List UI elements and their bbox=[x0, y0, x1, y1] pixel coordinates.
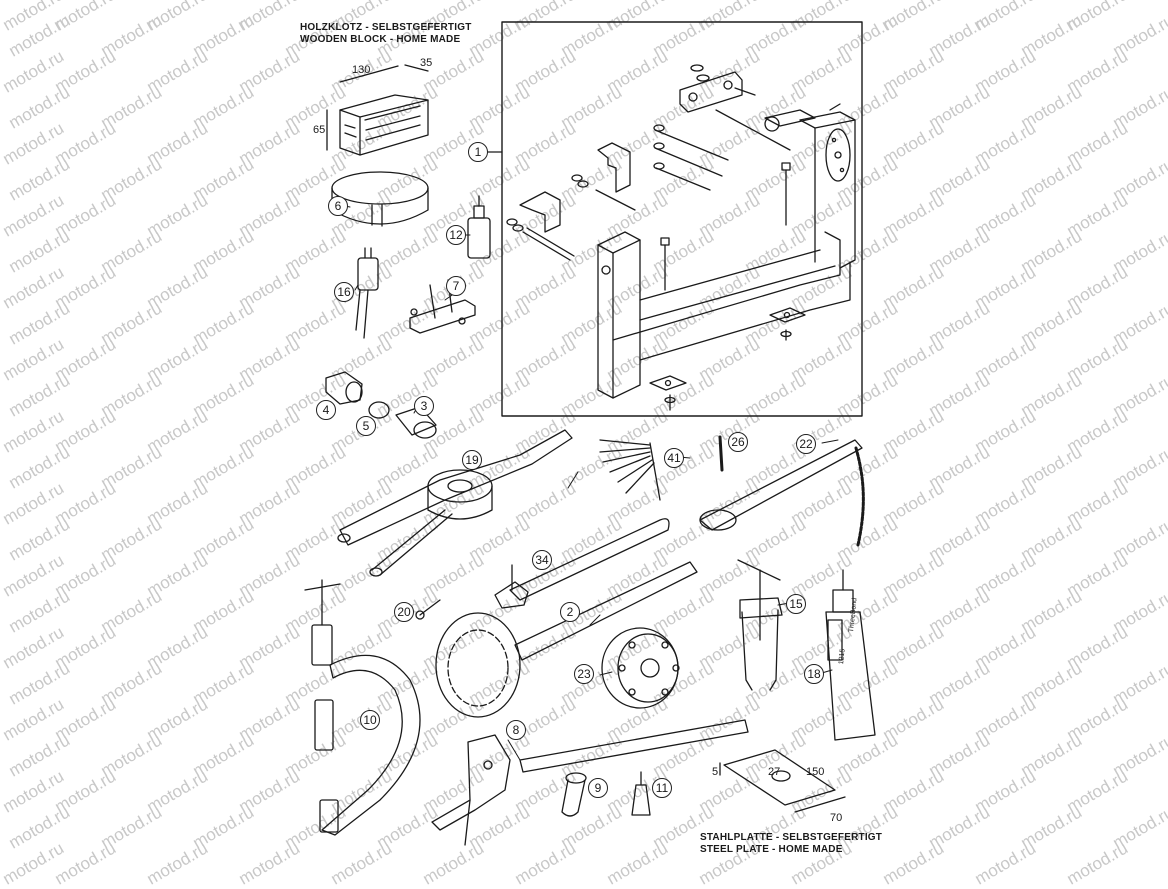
pin-26 bbox=[718, 435, 724, 472]
dim-wood-height: 65 bbox=[313, 124, 326, 136]
callout-5: 5 bbox=[356, 416, 376, 436]
three-jaw-puller bbox=[737, 559, 783, 691]
engine-stand bbox=[506, 64, 856, 411]
drift-9 bbox=[561, 772, 587, 817]
dim-plate-length: 150 bbox=[806, 766, 825, 778]
callout-16: 16 bbox=[334, 282, 354, 302]
callout-2: 2 bbox=[560, 602, 580, 622]
dim-wood-length: 130 bbox=[352, 64, 371, 76]
steel-plate-drawing bbox=[719, 749, 846, 813]
dim-plate-hole: 27 bbox=[768, 766, 781, 778]
screw-20 bbox=[415, 599, 441, 620]
callout-26: 26 bbox=[728, 432, 748, 452]
sealant-11 bbox=[631, 771, 651, 816]
dim-plate-thickness: 5 bbox=[712, 766, 719, 778]
wooden-block-caption-de: HOLZKLOTZ - SELBSTGEFERTIGT bbox=[300, 22, 472, 33]
steel-plate-caption-en: STEEL PLATE - HOME MADE bbox=[700, 844, 843, 855]
clutch-holder bbox=[435, 561, 698, 718]
hex-key-set bbox=[599, 439, 661, 501]
callout-20: 20 bbox=[394, 602, 414, 622]
bearing-puller bbox=[355, 247, 379, 339]
holding-tool bbox=[431, 719, 749, 846]
callout-18: 18 bbox=[804, 664, 824, 684]
wooden-block-caption-en: WOODEN BLOCK - HOME MADE bbox=[300, 34, 461, 45]
callout-10: 10 bbox=[360, 710, 380, 730]
callout-11: 11 bbox=[652, 778, 672, 798]
callout-23: 23 bbox=[574, 664, 594, 684]
stand-frame-box bbox=[501, 21, 863, 417]
chain-wrench bbox=[699, 439, 865, 547]
small-bottle bbox=[467, 195, 491, 259]
callout-12: 12 bbox=[446, 225, 466, 245]
c-press bbox=[304, 579, 421, 836]
callout-41: 41 bbox=[664, 448, 684, 468]
pin-wrench bbox=[494, 518, 670, 609]
clamp-ring bbox=[331, 171, 429, 227]
callout-3: 3 bbox=[414, 396, 434, 416]
callout-1: 1 bbox=[468, 142, 488, 162]
rotor-puller bbox=[601, 627, 680, 709]
callout-4: 4 bbox=[316, 400, 336, 420]
callout-22: 22 bbox=[796, 434, 816, 454]
callout-8: 8 bbox=[506, 720, 526, 740]
steel-plate-caption-de: STAHLPLATTE - SELBSTGEFERTIGT bbox=[700, 832, 883, 843]
callout-15: 15 bbox=[786, 594, 806, 614]
sealant-tube bbox=[825, 569, 876, 741]
callout-7: 7 bbox=[446, 276, 466, 296]
crankshaft-tool bbox=[337, 429, 573, 577]
callout-34: 34 bbox=[532, 550, 552, 570]
wooden-block-drawing bbox=[326, 64, 429, 156]
dim-wood-depth: 35 bbox=[420, 57, 433, 69]
sleeve-set bbox=[325, 371, 437, 439]
callout-19: 19 bbox=[462, 450, 482, 470]
callout-6: 6 bbox=[328, 196, 348, 216]
dim-plate-width: 70 bbox=[830, 812, 843, 824]
callout-9: 9 bbox=[588, 778, 608, 798]
